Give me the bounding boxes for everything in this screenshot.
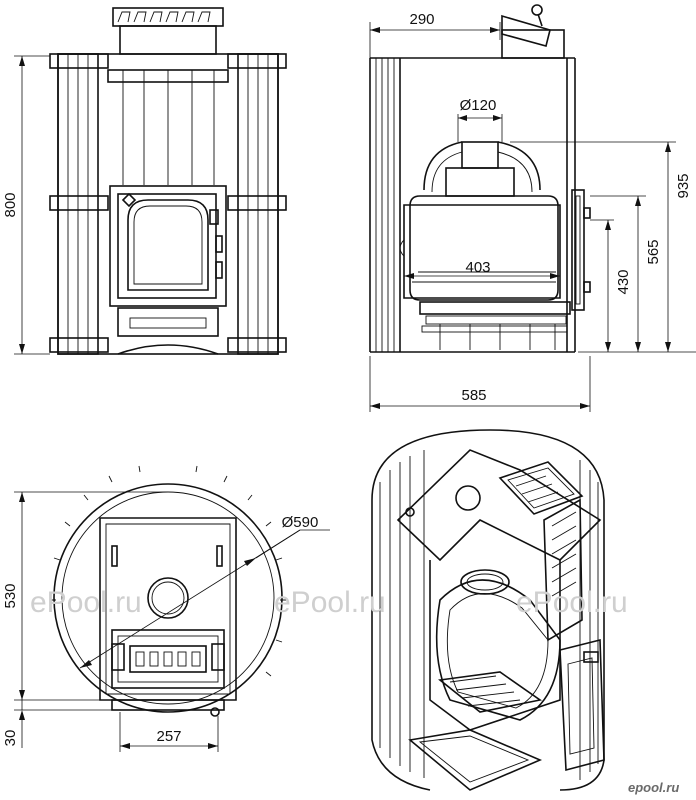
dim-430-label: 430 (615, 269, 632, 294)
dim-front-height: 800 (2, 55, 50, 355)
side-view (369, 4, 591, 353)
dim-530-label: 530 (2, 583, 19, 608)
dim-top-diameter: Ø590 (282, 514, 319, 531)
dim-side-585: 585 (369, 356, 591, 412)
watermark-1: ePool.ru (30, 586, 142, 619)
dim-257-label: 257 (156, 728, 181, 745)
watermark-2: ePool.ru (274, 586, 386, 619)
cutaway-3d-view (371, 429, 605, 791)
front-view (49, 7, 287, 355)
dim-top-30: 30 (2, 700, 112, 748)
watermark-3: ePool.ru (516, 586, 628, 619)
dim-top-530: 530 (2, 491, 168, 701)
dim-flue-label: Ø120 (460, 97, 497, 114)
dim-565-label: 565 (645, 239, 662, 264)
dim-800-label: 800 (2, 192, 19, 217)
dim-side-290: 290 (369, 11, 501, 58)
dim-top-257: 257 (119, 712, 219, 752)
dim-side-flue: Ø120 (457, 97, 503, 142)
dim-403-label: 403 (465, 259, 490, 276)
brand-logo: epool.ru (628, 780, 679, 795)
dim-585-label: 585 (461, 387, 486, 404)
dim-590-label: Ø590 (282, 514, 319, 531)
dim-935-label: 935 (675, 173, 692, 198)
dim-side-heights: 935 565 430 (510, 141, 696, 353)
dim-290-label: 290 (409, 11, 434, 28)
dim-30-label: 30 (2, 730, 19, 747)
dim-side-403: 403 (404, 259, 560, 279)
